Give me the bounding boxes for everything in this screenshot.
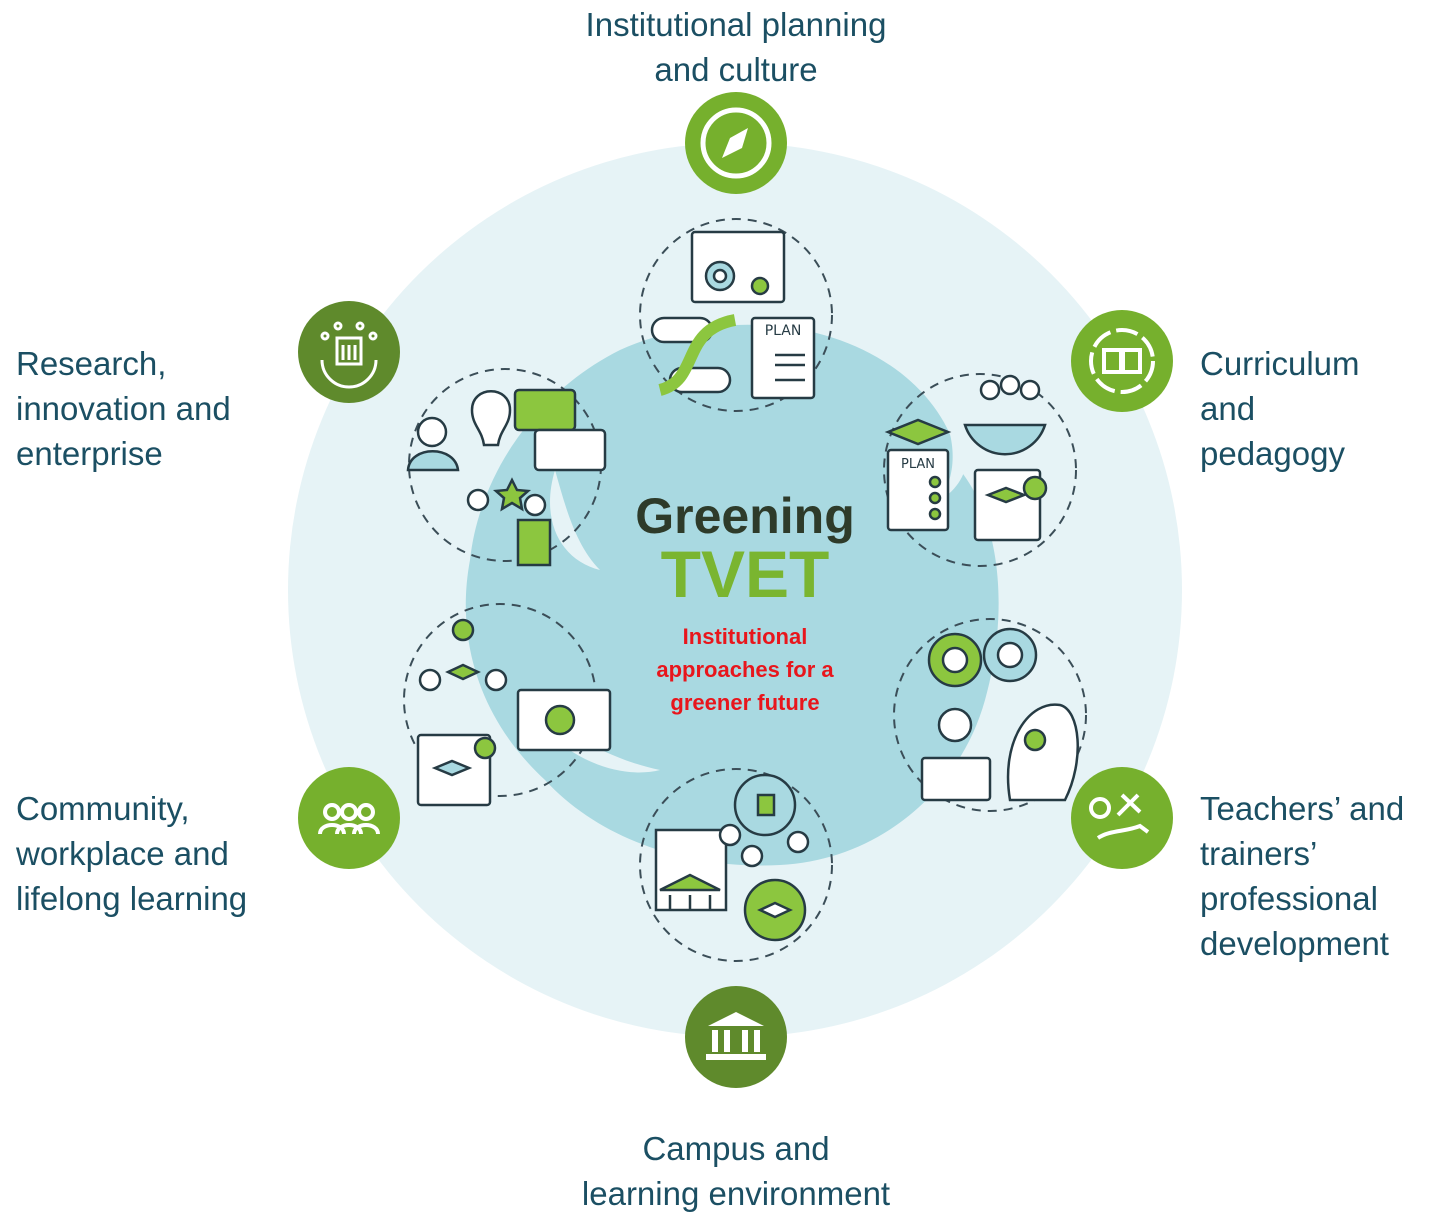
lightbulb-icon <box>470 390 512 447</box>
star-icon <box>492 477 532 512</box>
person-head <box>937 707 973 743</box>
head-profile <box>1006 703 1079 802</box>
cluster-outline-campus <box>639 768 833 962</box>
community-illustration <box>416 618 612 807</box>
chat-bubble-icon <box>533 428 607 472</box>
plan-sheet <box>750 316 816 400</box>
plan-board-label: PLAN <box>901 457 935 472</box>
gear-icon <box>1022 475 1048 501</box>
badge-curriculum <box>1071 310 1173 412</box>
swirl-notch <box>935 400 968 500</box>
chat-bubble-icon <box>513 388 577 432</box>
cluster-outlines <box>403 218 1087 962</box>
plan-sheet-label: PLAN <box>765 323 802 339</box>
whiteboard <box>690 230 786 304</box>
graduation-cap-icon <box>445 663 481 681</box>
gear-icon <box>1023 728 1047 752</box>
badge-teachers <box>1071 767 1173 869</box>
badge-campus <box>685 986 787 1088</box>
center-title-tvet: TVET <box>660 537 830 611</box>
curriculum-illustration: PLAN <box>884 374 1048 542</box>
center-subtitle: Institutional approaches for a greener f… <box>656 624 834 715</box>
globe-icon <box>963 423 1047 456</box>
cluster-outline-teachers <box>893 618 1087 812</box>
label-institutional-planning: Institutional planning and culture <box>585 6 887 88</box>
badge-institutional-planning <box>685 92 787 194</box>
progress-arrow <box>658 314 737 396</box>
swirl-notch <box>550 470 600 570</box>
label-campus: Campus and learning environment <box>581 1130 891 1212</box>
graduation-cap-icon <box>884 418 952 446</box>
planning-illustration: PLAN <box>650 230 816 400</box>
label-curriculum: Curriculum and pedagogy <box>1200 345 1360 472</box>
badge-research <box>298 301 400 403</box>
innovation-gear-icon <box>320 321 378 389</box>
campus-illustration <box>654 773 810 942</box>
laptop-icon <box>920 756 992 802</box>
lightbulb-icon <box>544 704 576 736</box>
center-title-greening: Greening <box>635 488 855 544</box>
person-head <box>416 416 448 448</box>
open-book-icon <box>1089 328 1155 394</box>
cluster-outline-planning <box>639 218 833 412</box>
gear-icon <box>473 736 497 760</box>
cluster-outline-curriculum <box>883 373 1077 567</box>
goal-dot <box>750 276 770 296</box>
hand-with-tools-icon <box>1089 793 1150 840</box>
community-people-icon <box>318 803 380 835</box>
institution-building-icon <box>706 1012 766 1060</box>
teachers-illustration <box>920 627 1079 802</box>
compass-icon <box>700 107 772 179</box>
label-research: Research, innovation and enterprise <box>16 345 231 472</box>
swirl-notch <box>520 700 660 773</box>
label-teachers: Teachers’ and trainers’ professional dev… <box>1200 790 1405 962</box>
label-community: Community, workplace and lifelong learni… <box>16 790 248 917</box>
badge-community <box>298 767 400 869</box>
research-illustration <box>406 388 607 567</box>
